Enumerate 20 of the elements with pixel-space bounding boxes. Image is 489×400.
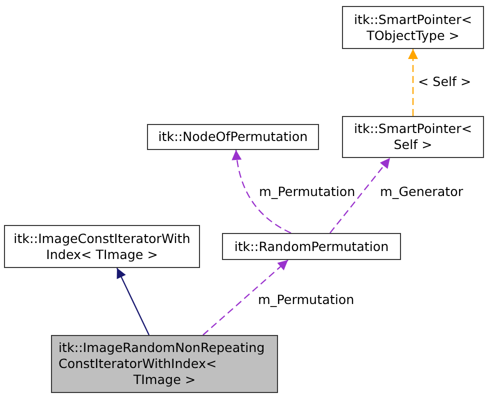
- dashed-arrow: [408, 49, 418, 116]
- dashed-arrow: [330, 158, 390, 234]
- class-box: [342, 116, 484, 158]
- edge-label: m_Permutation: [257, 292, 356, 308]
- class-name: itk::NodeOfPermutation: [157, 129, 309, 145]
- dashed-arrow: [202, 260, 288, 336]
- dashed-arrow: [232, 150, 292, 234]
- edge-label: m_Permutation: [258, 184, 356, 200]
- class-name: itk::SmartPointer< Self >: [353, 121, 473, 153]
- highlighted-class-box: [51, 335, 278, 393]
- arrow: [116, 268, 150, 336]
- class-box: [222, 233, 401, 260]
- class-box: [342, 6, 484, 49]
- class-box: [4, 225, 200, 268]
- class-box: [147, 124, 319, 150]
- class-name: itk::SmartPointer< TObjectType >: [353, 12, 473, 44]
- class-name: itk::RandomPermutation: [233, 238, 390, 254]
- edge-label: m_Generator: [379, 184, 464, 200]
- class-name: itk::ImageRandomNonRepeating ConstIteratorWithIndex< TImage >: [58, 340, 266, 388]
- class-name: itk::ImageConstIteratorWith Index< TImage >: [12, 230, 192, 262]
